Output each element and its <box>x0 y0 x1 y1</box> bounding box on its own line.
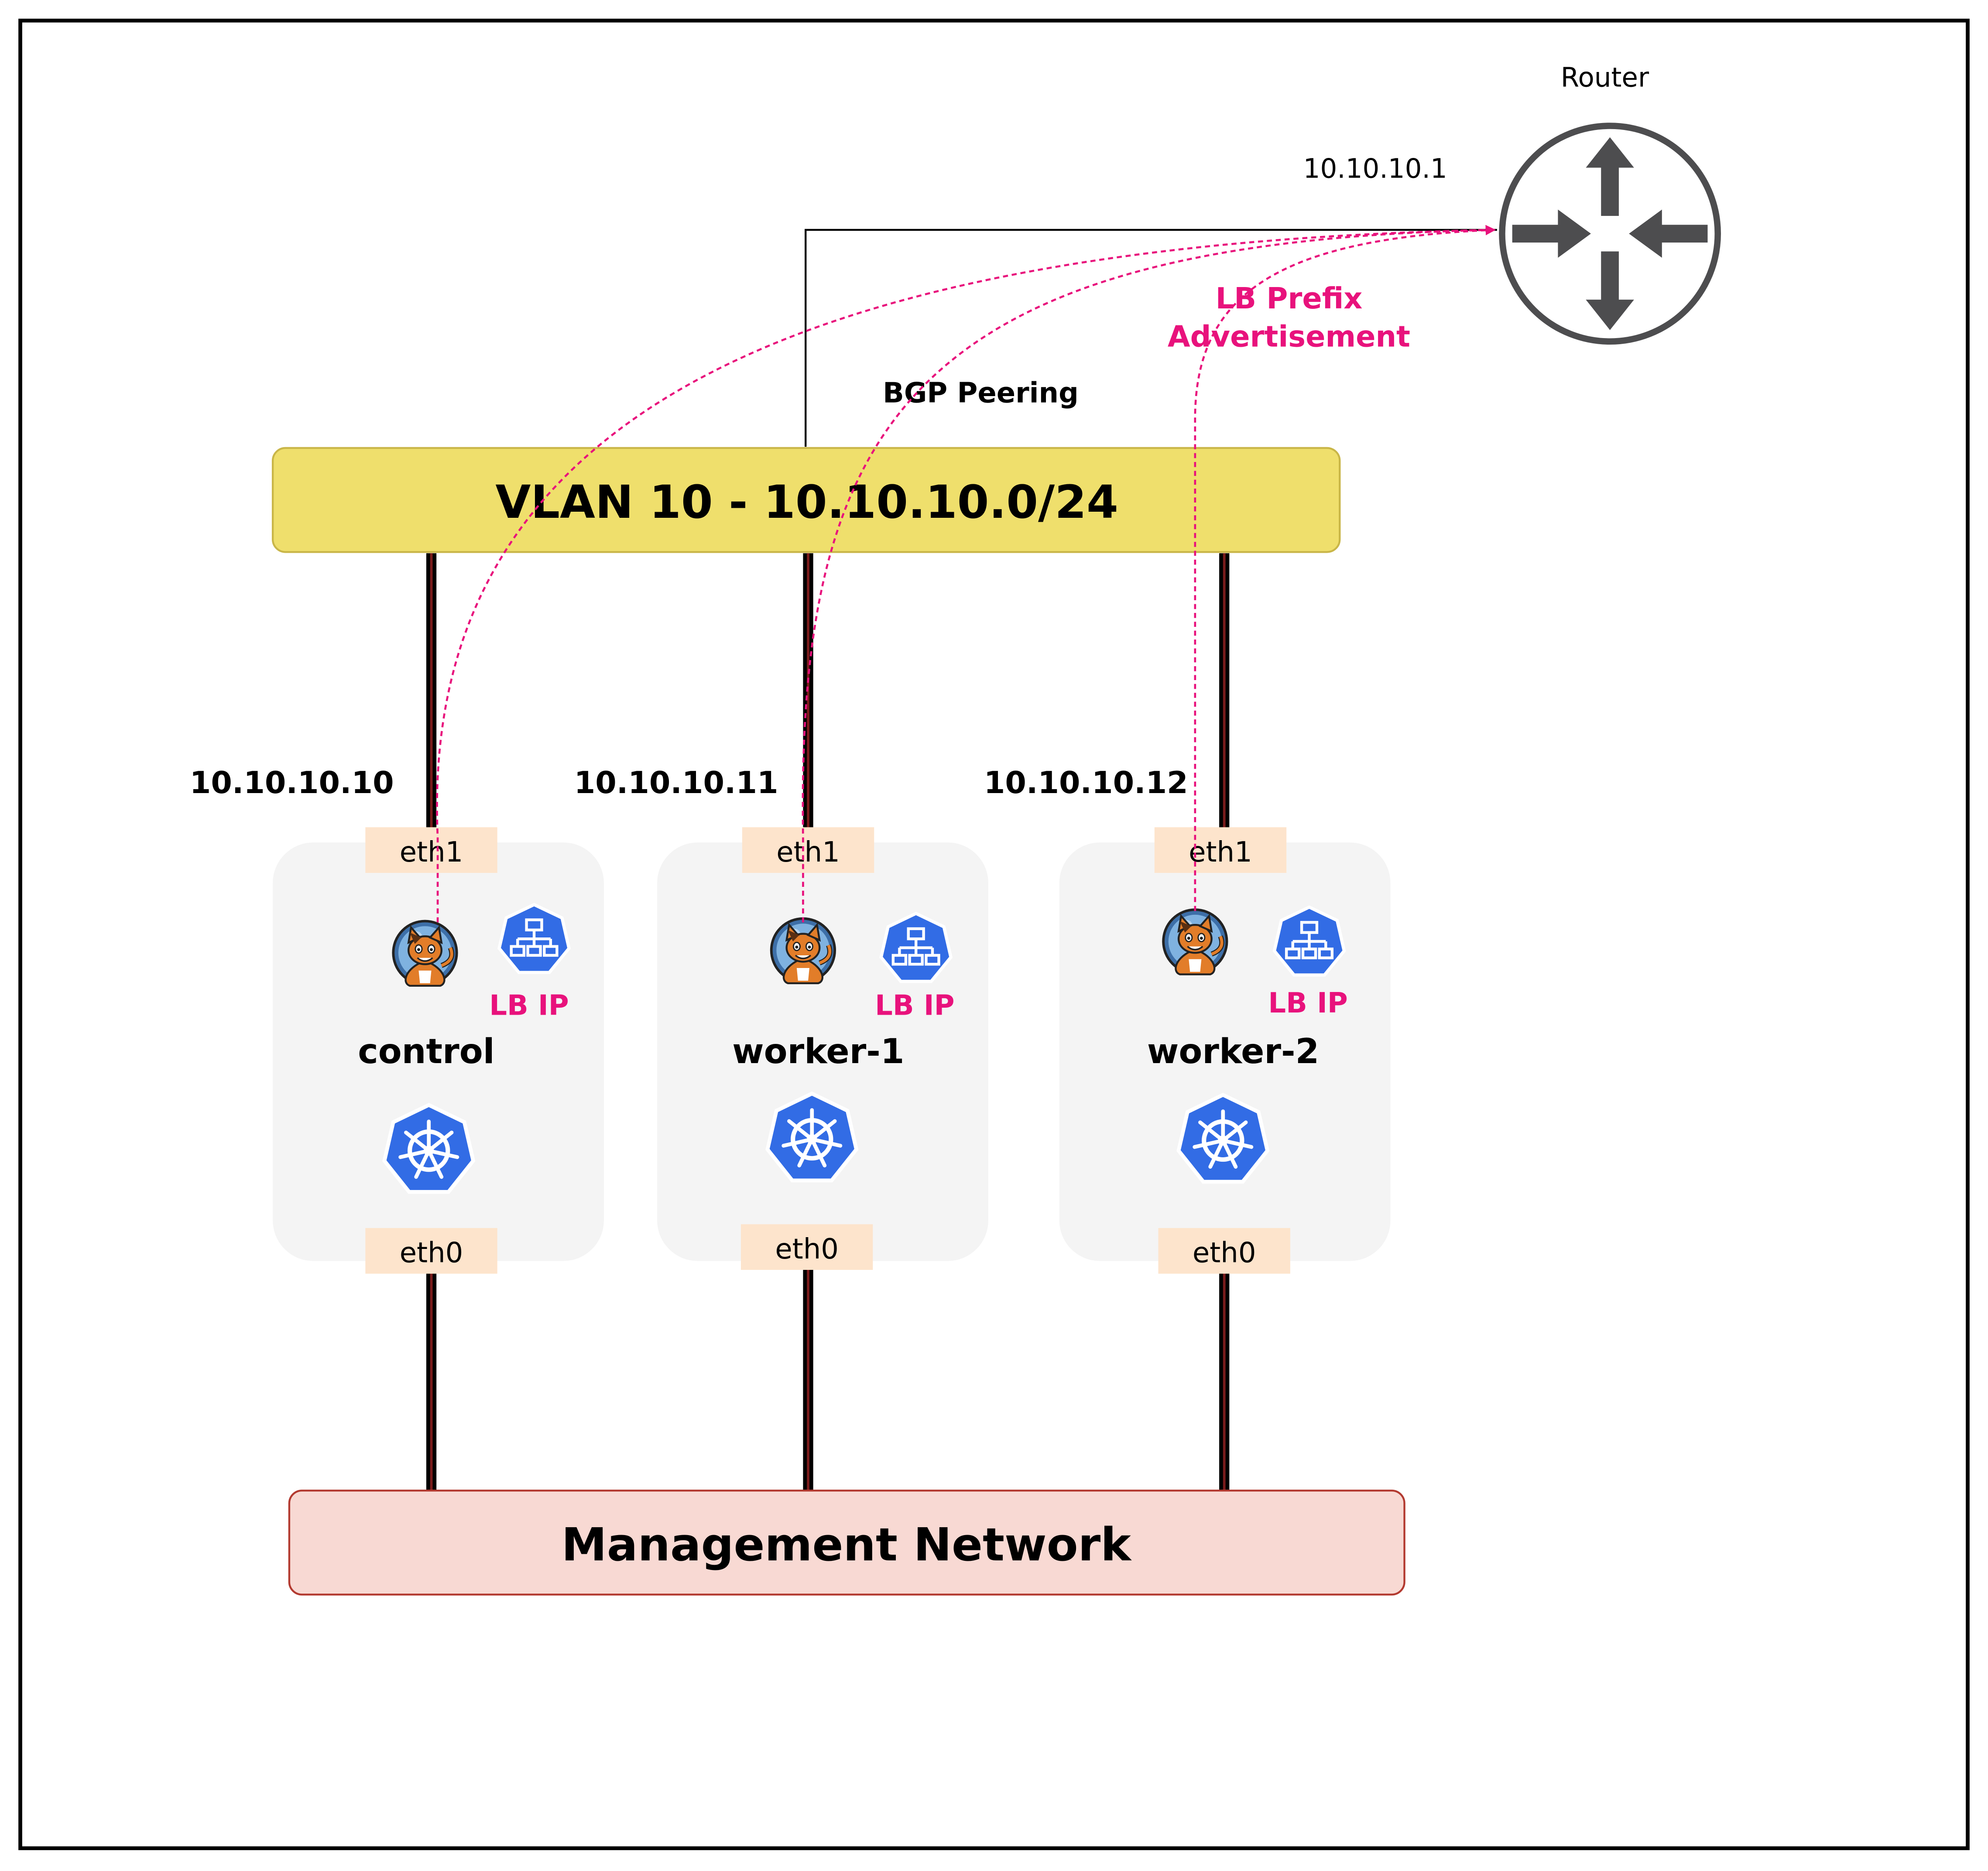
eth1-interface <box>742 827 874 873</box>
vlan-label: VLAN 10 - 10.10.10.0/24 <box>495 475 1118 529</box>
node-control: 10.10.10.10 eth1 LB IP control eth0 <box>190 765 604 1274</box>
management-network: Management Network <box>288 1489 1405 1596</box>
node-ip: 10.10.10.10 <box>190 765 394 800</box>
eth1-interface <box>1154 827 1287 873</box>
eth0-interface <box>740 1224 873 1270</box>
eth1-interface <box>365 827 497 873</box>
node-name: control <box>358 1031 494 1071</box>
eth1-label: eth1 <box>1189 836 1252 869</box>
node-worker-1: 10.10.10.11 eth1 LB IP worker-1 eth0 <box>574 765 988 1270</box>
eth0-label: eth0 <box>775 1233 839 1266</box>
cat-mascot-icon <box>1163 910 1227 974</box>
node-worker-2: 10.10.10.12 eth1 LB IP worker-2 eth0 <box>984 765 1391 1274</box>
router-icon <box>1499 123 1721 345</box>
bgp-advertisement-paths <box>436 225 1496 923</box>
eth0-label: eth0 <box>400 1237 463 1269</box>
cat-mascot-icon <box>771 919 835 983</box>
node-name: worker-1 <box>732 1031 904 1071</box>
bgp-path-worker-2 <box>1194 225 1496 911</box>
bgp-path-control <box>436 225 1496 923</box>
node-name: worker-2 <box>1147 1031 1319 1071</box>
kubernetes-wheel-icon <box>384 1105 473 1192</box>
eth1-label: eth1 <box>776 836 840 869</box>
eth0-label: eth0 <box>1193 1237 1256 1269</box>
lb-prefix-label-line2: Advertisement <box>1168 319 1410 353</box>
lb-ip-label: LB IP <box>875 990 954 1022</box>
eth0-interface <box>365 1228 497 1274</box>
kubernetes-wheel-icon <box>1179 1095 1268 1182</box>
bgp-peering-label: BGP Peering <box>883 377 1079 409</box>
lb-ip-label: LB IP <box>1268 987 1347 1019</box>
lb-ip-label: LB IP <box>489 990 569 1022</box>
eth1-label: eth1 <box>400 836 463 869</box>
router-ip: 10.10.10.1 <box>1303 154 1447 185</box>
k8s-service-icon <box>881 913 951 982</box>
lb-prefix-label-line1: LB Prefix <box>1216 281 1363 315</box>
router-label: Router <box>1561 62 1649 93</box>
node-ip: 10.10.10.12 <box>984 765 1188 800</box>
bgp-path-worker-1 <box>802 225 1496 923</box>
node-ip: 10.10.10.11 <box>574 765 778 800</box>
kubernetes-wheel-icon <box>768 1094 857 1180</box>
cat-mascot-icon <box>393 921 456 985</box>
management-label: Management Network <box>562 1518 1132 1571</box>
eth0-interface <box>1158 1228 1290 1274</box>
vlan-router-link <box>805 229 1497 447</box>
vlan-segment: VLAN 10 - 10.10.10.0/24 <box>271 447 1341 553</box>
k8s-service-icon <box>499 905 569 973</box>
k8s-service-icon <box>1275 907 1344 975</box>
